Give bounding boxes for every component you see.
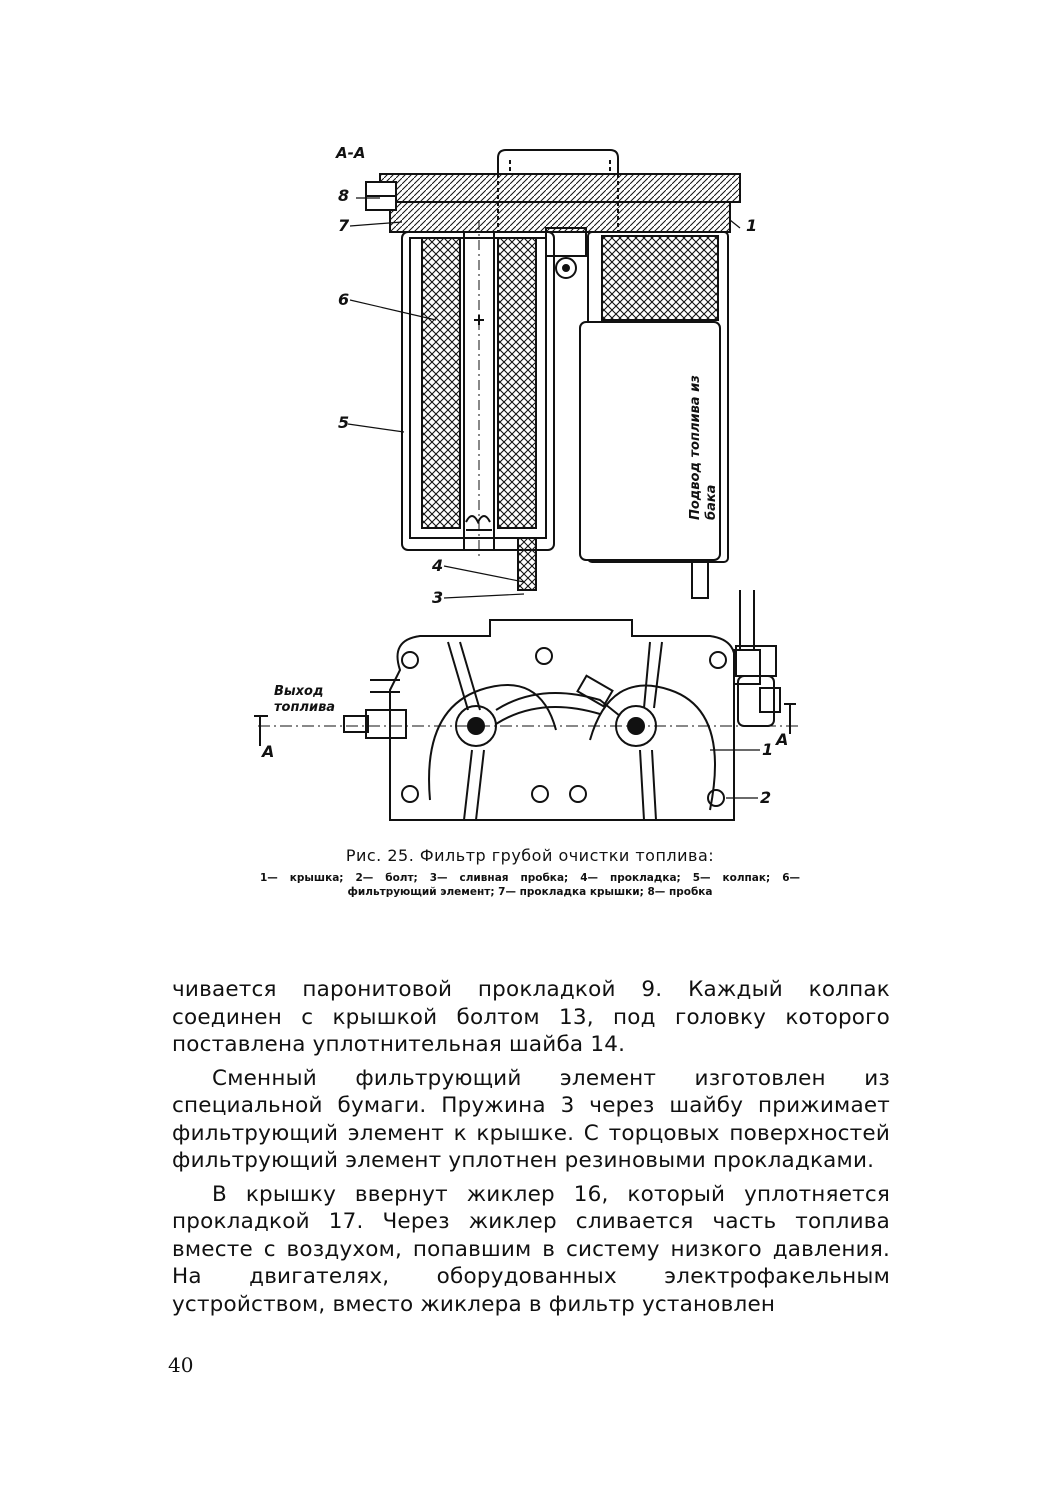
figure-caption: Рис. 25. Фильтр грубой очистки топлива: … [260,846,800,899]
part-label-5: 5 [338,413,350,432]
part-label-8: 8 [338,186,350,205]
section-mark-left: А [262,742,275,761]
part-label-6: 6 [338,290,350,309]
caption-title: Рис. 25. Фильтр грубой очистки топлива: [345,846,715,865]
fuel-inlet-label: Подвод топлива из бака [688,375,719,520]
part-label-4: 4 [432,556,444,575]
paragraph-3: В крышку ввернут жиклер 16, который упло… [172,1181,890,1317]
caption-legend: 1— крышка; 2— болт; 3— сливная пробка; 4… [260,872,800,898]
part-label-1-bottom: 1 [762,740,774,759]
filter-technical-drawing: А-А 8 7 6 5 4 3 1 1 2 А А Выход топлива … [240,130,800,830]
inlet-pipe [733,590,761,685]
section-view [365,149,741,599]
paragraph-1: чивается паронитовой прокладкой 9. Кажды… [172,977,890,1057]
section-mark-right: А [776,730,789,749]
leader-lines-bottom [710,749,760,799]
filter-drawing-svg [254,149,800,821]
leader-lines-top [347,197,741,599]
page-number: 40 [168,1353,194,1377]
body-text: чивается паронитовой прокладкой 9. Кажды… [172,976,890,1318]
plan-view [254,619,800,821]
fuel-outlet-label: Выход топлива [274,684,336,715]
section-label: А-А [336,144,366,162]
paragraph-2: Сменный фильтрующий элемент изготовлен и… [172,1065,890,1174]
part-label-1-top: 1 [746,216,758,235]
part-label-7: 7 [338,216,350,235]
part-label-3: 3 [432,588,444,607]
part-label-2: 2 [760,788,772,807]
